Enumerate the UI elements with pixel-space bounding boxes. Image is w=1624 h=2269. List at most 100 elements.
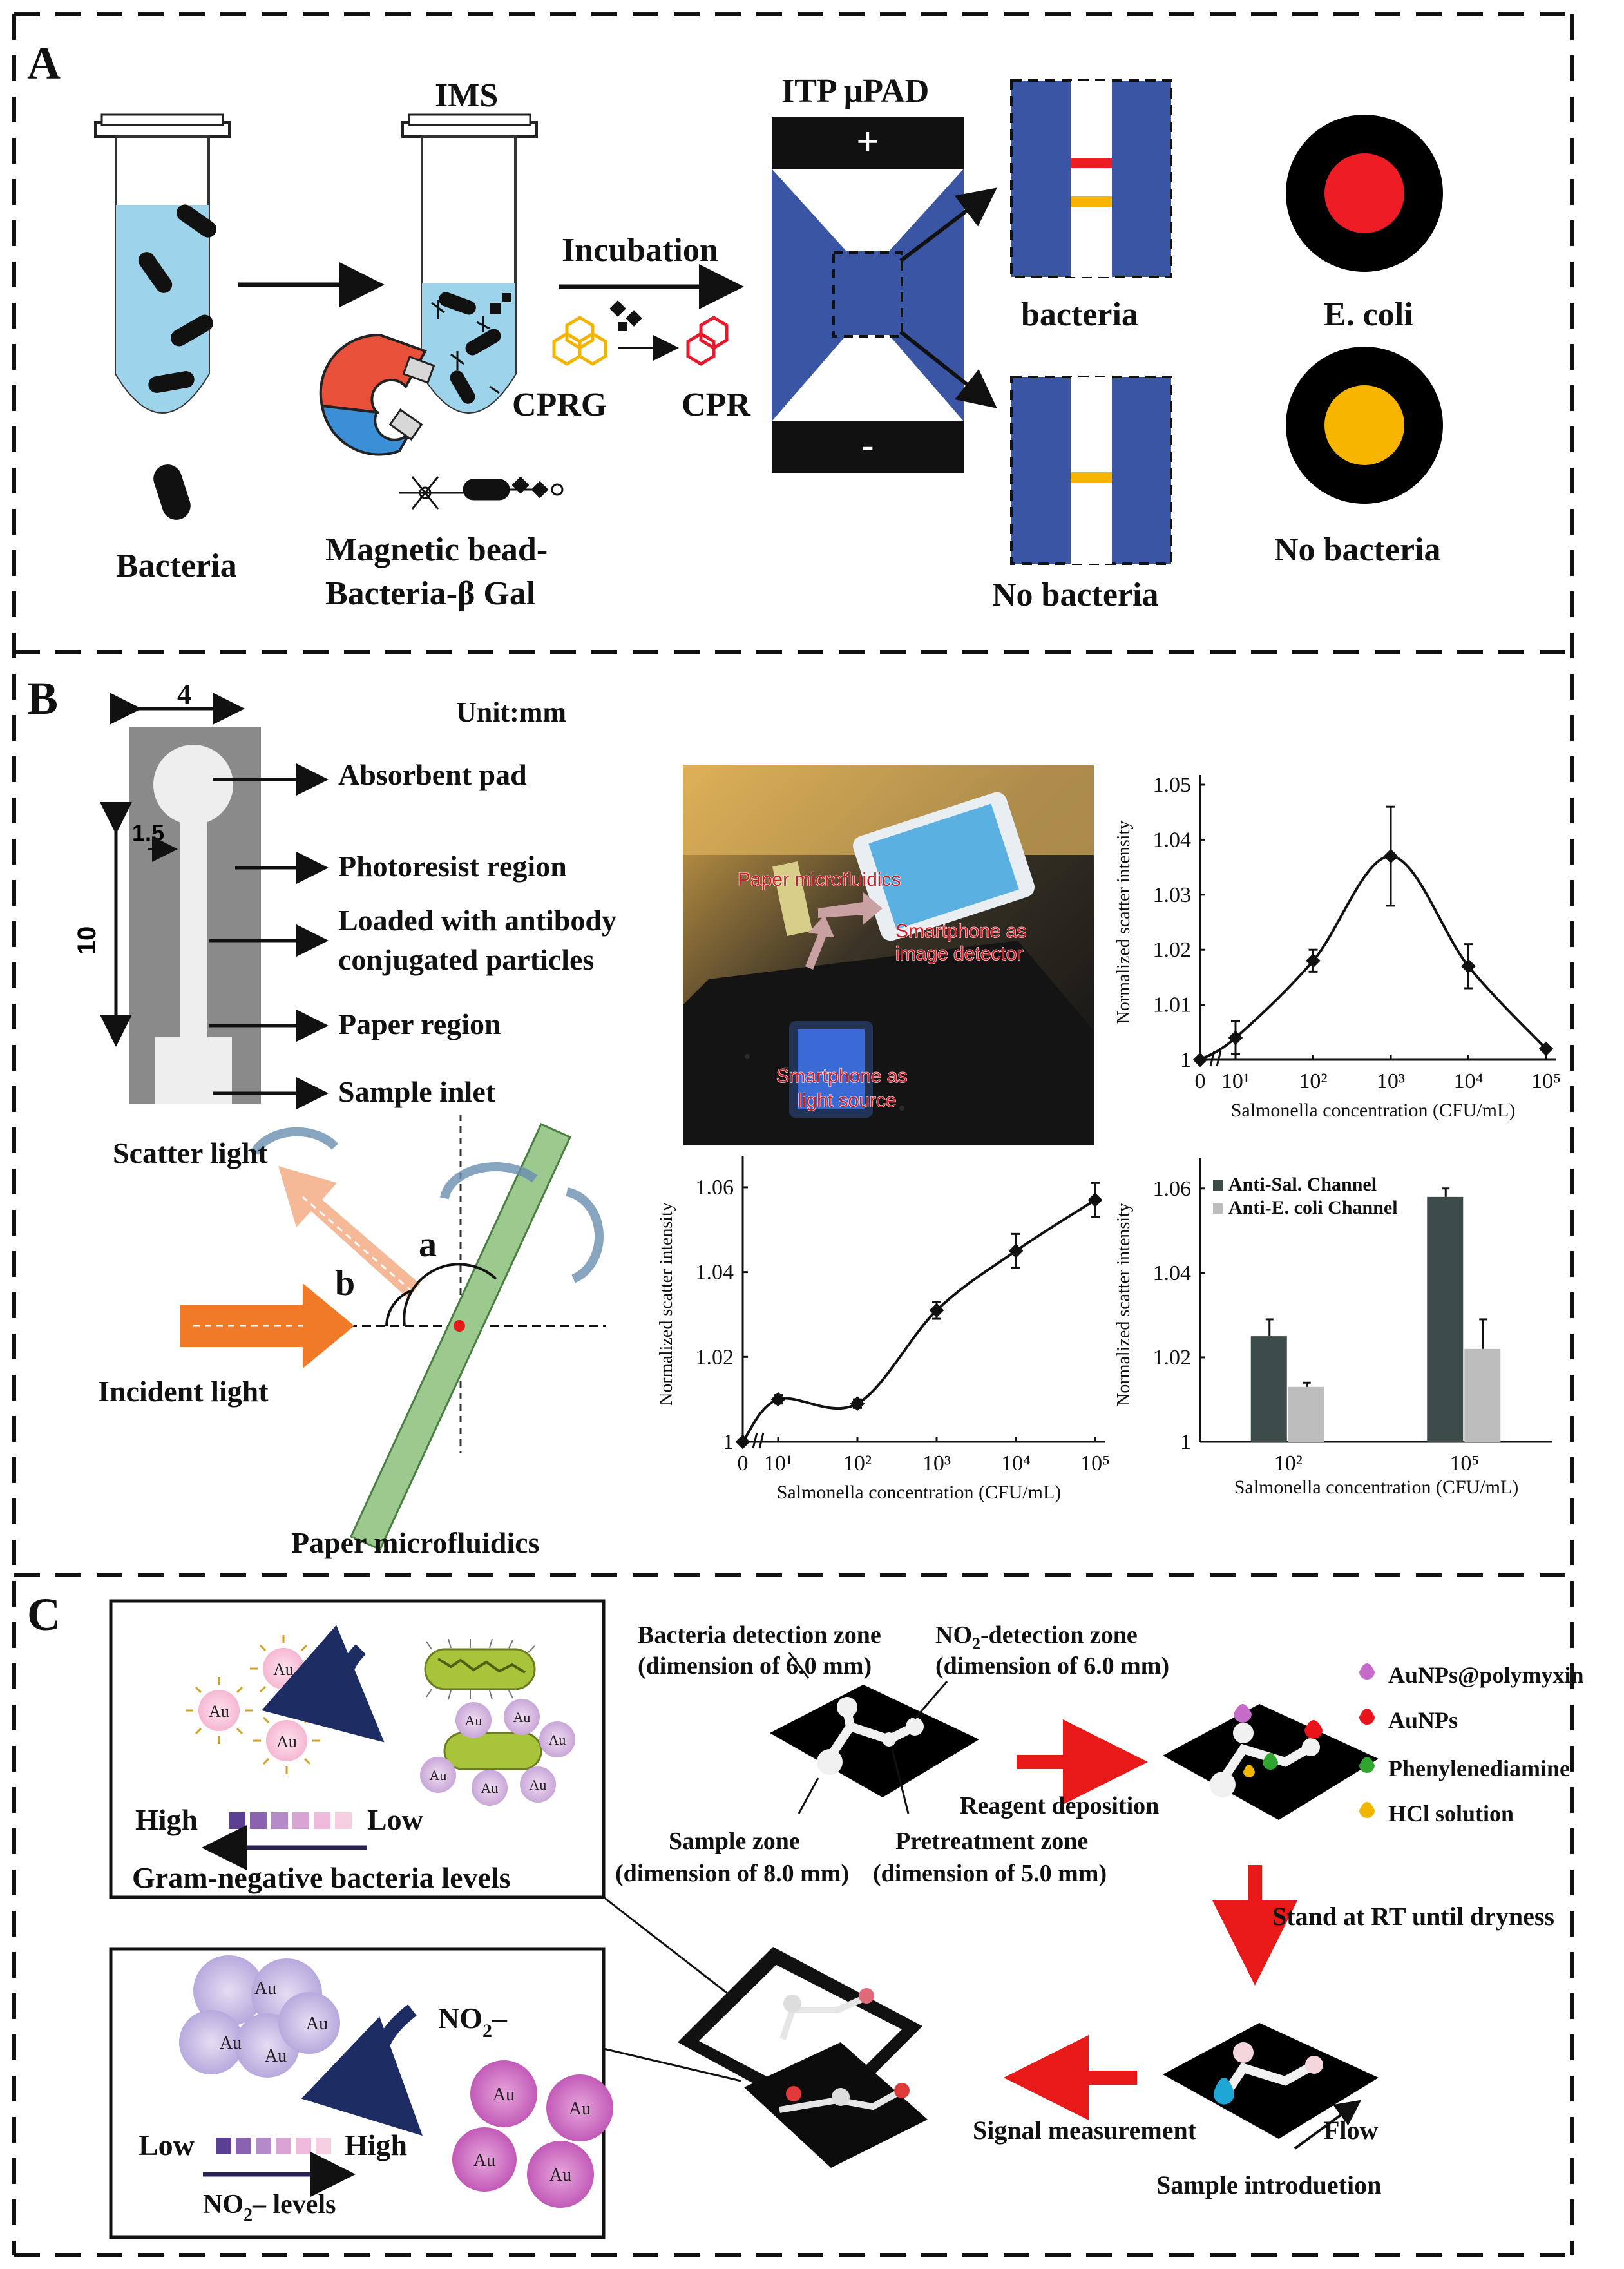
y-tick-label: 1.02 bbox=[696, 1345, 734, 1369]
device-sample-intro bbox=[1163, 2023, 1379, 2150]
dim-4: 4 bbox=[177, 678, 191, 710]
x-tick-label: 10³ bbox=[922, 1451, 951, 1475]
itp-upad-device: ITP μPAD + - bbox=[772, 73, 964, 473]
result-nobacteria-label: No bacteria bbox=[992, 577, 1158, 613]
itp-label: ITP μPAD bbox=[781, 73, 929, 110]
panel-borders bbox=[12, 12, 1574, 2257]
series-line bbox=[1199, 855, 1547, 1061]
au-text-4: Au bbox=[465, 1712, 482, 1728]
bact-zone-1: Bacteria detection zone bbox=[638, 1622, 881, 1649]
stand-label: Stand at RT until dryness bbox=[1272, 1902, 1554, 1931]
gram-negative-box: Au Au Au Au Au bbox=[109, 1599, 606, 1899]
label-loaded1: Loaded with antibody bbox=[338, 904, 616, 937]
bead-line2: Bacteria-β Gal bbox=[325, 575, 535, 612]
dim-15: 1.5 bbox=[132, 819, 164, 846]
y-tick-label: 1.05 bbox=[1153, 773, 1192, 797]
arrow-to-nobacteria bbox=[899, 330, 997, 408]
data-point bbox=[1192, 1052, 1208, 1067]
photo-text-source1: Smartphone as bbox=[776, 1066, 907, 1087]
au-text-11: Au bbox=[306, 2014, 328, 2034]
pre-zone-1: Pretreatment zone bbox=[895, 1828, 1088, 1855]
unit-label: Unit:mm bbox=[456, 696, 566, 728]
ims-label: IMS bbox=[435, 77, 498, 114]
tube-bacteria: Bacteria bbox=[94, 113, 237, 584]
au-text-13: Au bbox=[265, 2046, 287, 2066]
legend-aunps: AuNPs bbox=[1388, 1707, 1458, 1733]
data-point bbox=[1087, 1192, 1103, 1207]
au-text-3: Au bbox=[276, 1732, 297, 1751]
photo-text-source2: light source bbox=[798, 1090, 896, 1111]
ecoli-label: E. coli bbox=[1324, 296, 1413, 333]
x-tick-label: 10² bbox=[1274, 1451, 1303, 1475]
au-text-9: Au bbox=[530, 1777, 547, 1793]
x-tick-label: 10² bbox=[1299, 1069, 1327, 1093]
tube-ims: IMS bbox=[319, 77, 564, 612]
y-tick-label: 1.04 bbox=[1153, 828, 1192, 852]
flow-label: Flow bbox=[1324, 2116, 1379, 2145]
y-tick-label: 1 bbox=[1180, 1048, 1191, 1072]
data-point bbox=[850, 1396, 865, 1412]
data-point bbox=[1461, 959, 1476, 974]
high-label-1: High bbox=[135, 1803, 198, 1836]
x-tick-label: 10¹ bbox=[764, 1451, 792, 1475]
svg-text:NO2-detection zone: NO2-detection zone bbox=[935, 1622, 1138, 1653]
bacteria-aggregate-icon: Au Au Au Au Au Au bbox=[420, 1699, 575, 1806]
paper-device-diagram bbox=[770, 1652, 979, 1814]
x-tick-label: 0 bbox=[1195, 1069, 1206, 1093]
bead-line1: Magnetic bead- bbox=[325, 531, 548, 568]
low-label-1: Low bbox=[367, 1803, 423, 1836]
device-callouts bbox=[209, 763, 329, 1109]
panel-a: A Bacteria IMS bbox=[27, 37, 1443, 613]
au-text-15: Au bbox=[569, 2099, 591, 2119]
legend-label: Anti-Sal. Channel bbox=[1228, 1174, 1377, 1195]
photo-text-paper: Paper microfluidics bbox=[738, 869, 901, 890]
bar bbox=[1464, 1348, 1501, 1442]
paper-micro-label: Paper microfluidics bbox=[291, 1526, 539, 1559]
data-point bbox=[1228, 1030, 1243, 1046]
magnet-icon bbox=[319, 333, 435, 456]
reagent-legend: AuNPs@polymyxin AuNPs Phenylenediamine H… bbox=[1359, 1662, 1584, 1826]
au-text-12: Au bbox=[220, 2033, 242, 2053]
no2-zone-2: (dimension of 6.0 mm) bbox=[935, 1652, 1169, 1680]
legend-label: Anti-E. coli Channel bbox=[1228, 1197, 1398, 1218]
au-text-17: Au bbox=[549, 2165, 571, 2185]
result-bacteria-label: bacteria bbox=[1021, 296, 1138, 333]
panel-letter-b: B bbox=[27, 673, 58, 724]
smartphone-icon bbox=[678, 1947, 928, 2168]
x-tick-label: 10⁵ bbox=[1449, 1451, 1479, 1475]
panel-c: C Au Au Au bbox=[27, 1589, 1584, 2239]
panel-letter-c: C bbox=[27, 1589, 61, 1640]
scatter-light-label: Scatter light bbox=[113, 1136, 268, 1169]
data-point bbox=[1538, 1041, 1554, 1057]
au-text-1: Au bbox=[273, 1660, 294, 1679]
no2-label: NO2– bbox=[438, 2002, 508, 2042]
cprg-label: CPRG bbox=[512, 387, 607, 423]
au-text-7: Au bbox=[430, 1767, 447, 1783]
dot-ecoli: E. coli bbox=[1286, 115, 1443, 333]
x-tick-label: 10¹ bbox=[1221, 1069, 1250, 1093]
au-text-2: Au bbox=[209, 1702, 229, 1721]
signal-label: Signal measurement bbox=[973, 2116, 1197, 2145]
minus-sign: - bbox=[861, 424, 874, 467]
connector-2 bbox=[603, 2047, 741, 2082]
legend-swatch bbox=[1213, 1203, 1223, 1214]
bar bbox=[1427, 1196, 1464, 1442]
label-sample-inlet: Sample inlet bbox=[338, 1075, 496, 1108]
bacteria-icon bbox=[424, 1638, 536, 1700]
axis-break bbox=[758, 1432, 765, 1449]
panel-b: B Unit:mm 4 10 1.5 Absorbent pad Photore… bbox=[27, 673, 1561, 1559]
label-photoresist: Photoresist region bbox=[338, 850, 567, 883]
incident-light-label: Incident light bbox=[98, 1375, 269, 1408]
bacteria-label: Bacteria bbox=[116, 548, 237, 584]
x-tick-label: 0 bbox=[738, 1451, 749, 1475]
no2-box: Au Au Au Au NO2– Au Au Au Au Low bbox=[109, 1947, 613, 2239]
smartphone-setup-photo: Paper microfluidics Smartphone as image … bbox=[683, 765, 1094, 1145]
high-label-2: High bbox=[345, 2129, 407, 2161]
x-tick-label: 10⁴ bbox=[1001, 1451, 1031, 1475]
y-tick-label: 1.02 bbox=[1153, 1346, 1192, 1370]
y-tick-label: 1.06 bbox=[696, 1176, 734, 1200]
angle-a: a bbox=[419, 1225, 437, 1265]
axis-break bbox=[752, 1432, 758, 1449]
